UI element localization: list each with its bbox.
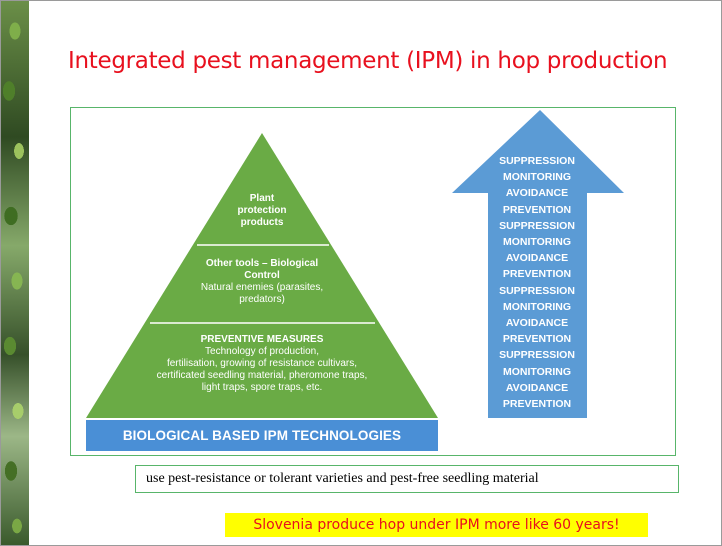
pyramid-base-banner: BIOLOGICAL BASED IPM TECHNOLOGIES <box>86 420 438 451</box>
arrow-word: AVOIDANCE <box>505 252 569 265</box>
pyramid-bottom-label: PREVENTIVE MEASURES Technology of produc… <box>156 334 368 393</box>
arrow-word: SUPPRESSION <box>499 349 575 362</box>
pyramid-top-label: Plant protection products <box>237 193 287 228</box>
pyramid-middle-label: Other tools – Biological Control Natural… <box>200 258 324 305</box>
arrow-word: MONITORING <box>502 365 572 378</box>
arrow-word: PREVENTION <box>502 398 572 411</box>
arrow-word: MONITORING <box>502 171 572 184</box>
arrow-word: PREVENTION <box>502 268 572 281</box>
arrow-word: SUPPRESSION <box>499 155 575 167</box>
arrow-word: SUPPRESSION <box>499 284 575 297</box>
arrow-word: AVOIDANCE <box>505 317 569 330</box>
arrow-word: PREVENTION <box>502 333 572 346</box>
hop-leaves-image <box>1 1 29 545</box>
arrow-word: AVOIDANCE <box>505 381 569 394</box>
slide-title: Integrated pest management (IPM) in hop … <box>68 48 668 74</box>
arrow-word: MONITORING <box>502 236 572 249</box>
arrow-word: SUPPRESSION <box>499 219 575 232</box>
pyramid-shape <box>86 133 438 418</box>
arrow-word: AVOIDANCE <box>505 187 569 200</box>
arrow-word: PREVENTION <box>502 203 572 216</box>
diagram-frame <box>70 107 676 456</box>
arrow-word-list: SUPPRESSION MONITORING AVOIDANCE PREVENTION… <box>486 153 588 412</box>
arrow-word: MONITORING <box>502 300 572 313</box>
up-arrow-shape <box>452 110 624 418</box>
highlight-statement: Slovenia produce hop under IPM more like… <box>225 513 648 537</box>
note-box: use pest-resistance or tolerant varietie… <box>135 465 679 493</box>
